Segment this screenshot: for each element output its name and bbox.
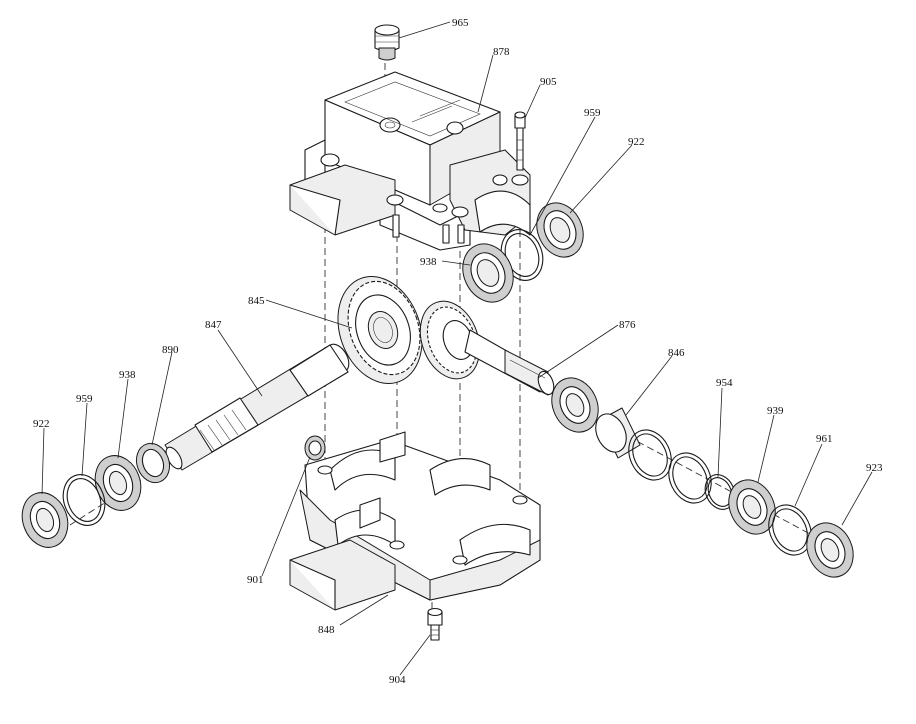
upper-housing-878 [289,71,531,251]
callout-965: 965 [452,17,469,29]
leader-lines [41,21,873,676]
callout-938-middle: 938 [420,256,437,268]
bearing-right-876 [551,377,599,433]
bearing-922-upper [536,202,584,258]
callout-923: 923 [866,462,883,474]
bearing-938-middle [462,243,514,303]
callout-904: 904 [389,674,406,686]
shim-954 [704,474,736,510]
bearing-938-left [94,455,142,511]
callout-847: 847 [205,319,222,331]
bearing-939 [728,479,776,535]
circlip-right-a [628,429,672,481]
callout-959-left: 959 [76,393,93,405]
callout-846: 846 [668,347,685,359]
callout-959-upper: 959 [584,107,601,119]
bevel-gear-845 [337,276,423,384]
callout-labels: 965 878 905 959 922 938 845 847 876 846 … [33,17,883,686]
callout-939: 939 [767,405,784,417]
callout-905: 905 [540,76,557,88]
drain-plug-904 [427,607,443,641]
plug-901 [304,435,326,461]
callout-938-left: 938 [119,369,136,381]
spacer-846 [595,407,641,459]
seal-890 [135,442,171,484]
callout-922-left: 922 [33,418,50,430]
circlip-right-b [668,452,712,504]
callout-954: 954 [716,377,733,389]
callout-961: 961 [816,433,833,445]
callout-922-upper: 922 [628,136,645,148]
input-shaft-847 [164,343,350,471]
callout-848: 848 [318,624,335,636]
callout-845: 845 [248,295,265,307]
callout-901: 901 [247,574,264,586]
circlip-961 [768,504,812,556]
bearing-923 [806,522,854,578]
callout-876: 876 [619,319,636,331]
callout-890: 890 [162,344,179,356]
bearing-922-left [21,492,69,548]
breather-plug-965 [374,24,400,61]
bolt-905 [514,111,526,171]
lower-housing-848 [289,431,541,611]
circlip-959-left [62,474,106,526]
callout-878: 878 [493,46,510,58]
output-shaft-876 [419,300,555,396]
